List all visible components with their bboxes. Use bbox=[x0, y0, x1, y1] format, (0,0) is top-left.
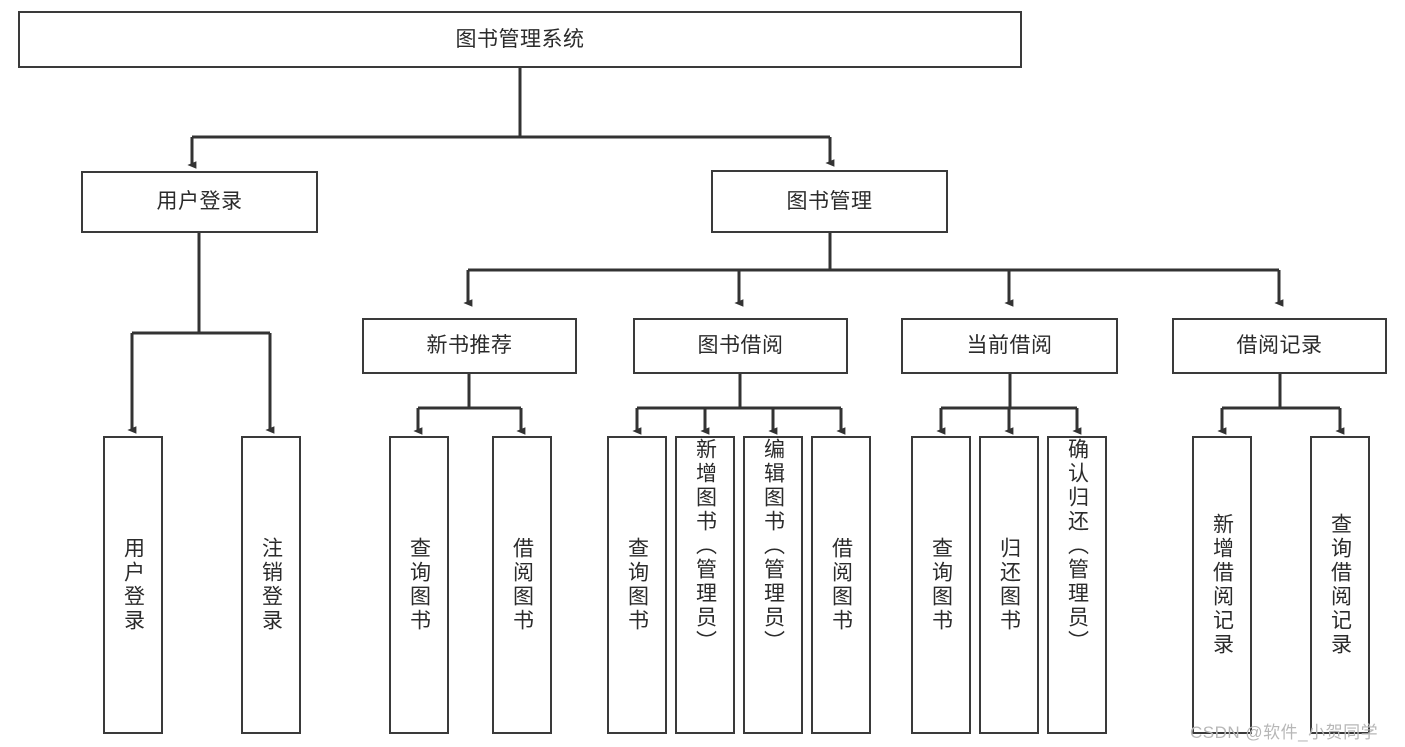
node-label: 借阅记录 bbox=[1236, 334, 1323, 358]
node-leaf-current-query-books[interactable]: 查询图书 bbox=[911, 436, 971, 734]
node-label: 图书借阅 bbox=[697, 334, 784, 358]
node-label: 查询图书 bbox=[407, 537, 431, 633]
node-leaf-user-login-logout[interactable]: 注销登录 bbox=[241, 436, 301, 734]
node-leaf-record-add-record[interactable]: 新增借阅记录 bbox=[1192, 436, 1252, 734]
node-current-borrowing[interactable]: 当前借阅 bbox=[901, 318, 1118, 374]
node-label: 图书管理系统 bbox=[455, 27, 585, 51]
node-label: 查询图书 bbox=[929, 537, 953, 633]
node-leaf-current-return-books[interactable]: 归还图书 bbox=[979, 436, 1039, 734]
node-label: 图书管理 bbox=[786, 189, 873, 213]
node-leaf-borrow-edit-book-admin[interactable]: 编辑图书（管理员） bbox=[743, 436, 803, 734]
node-book-management[interactable]: 图书管理 bbox=[711, 170, 948, 233]
node-leaf-current-confirm-return-admin[interactable]: 确认归还（管理员） bbox=[1047, 436, 1107, 734]
node-label: 当前借阅 bbox=[966, 334, 1053, 358]
node-label: 新增借阅记录 bbox=[1210, 513, 1234, 657]
node-book-borrowing[interactable]: 图书借阅 bbox=[633, 318, 848, 374]
node-label: 新书推荐 bbox=[426, 334, 513, 358]
node-label: 确认归还（管理员） bbox=[1065, 438, 1089, 654]
node-leaf-record-query-record[interactable]: 查询借阅记录 bbox=[1310, 436, 1370, 734]
node-label: 查询图书 bbox=[625, 537, 649, 633]
node-borrowing-record[interactable]: 借阅记录 bbox=[1172, 318, 1387, 374]
node-leaf-borrow-borrow-books[interactable]: 借阅图书 bbox=[811, 436, 871, 734]
node-leaf-borrow-add-book-admin[interactable]: 新增图书（管理员） bbox=[675, 436, 735, 734]
node-new-book-recommendation[interactable]: 新书推荐 bbox=[362, 318, 577, 374]
node-label: 用户登录 bbox=[156, 190, 243, 214]
node-leaf-borrow-query-books[interactable]: 查询图书 bbox=[607, 436, 667, 734]
node-label: 编辑图书（管理员） bbox=[761, 438, 785, 654]
node-label: 查询借阅记录 bbox=[1328, 513, 1352, 657]
node-root-book-management-system[interactable]: 图书管理系统 bbox=[18, 11, 1022, 68]
node-label: 归还图书 bbox=[997, 537, 1021, 633]
node-leaf-new-book-borrow-books[interactable]: 借阅图书 bbox=[492, 436, 552, 734]
node-leaf-new-book-query-books[interactable]: 查询图书 bbox=[389, 436, 449, 734]
node-label: 注销登录 bbox=[259, 537, 283, 633]
node-label: 借阅图书 bbox=[510, 537, 534, 633]
node-label: 借阅图书 bbox=[829, 537, 853, 633]
csdn-watermark: CSDN @软件_小贺同学 bbox=[1190, 723, 1379, 742]
node-label: 用户登录 bbox=[121, 537, 145, 633]
node-user-login[interactable]: 用户登录 bbox=[81, 171, 318, 233]
node-leaf-user-login-login[interactable]: 用户登录 bbox=[103, 436, 163, 734]
node-label: 新增图书（管理员） bbox=[693, 438, 717, 654]
